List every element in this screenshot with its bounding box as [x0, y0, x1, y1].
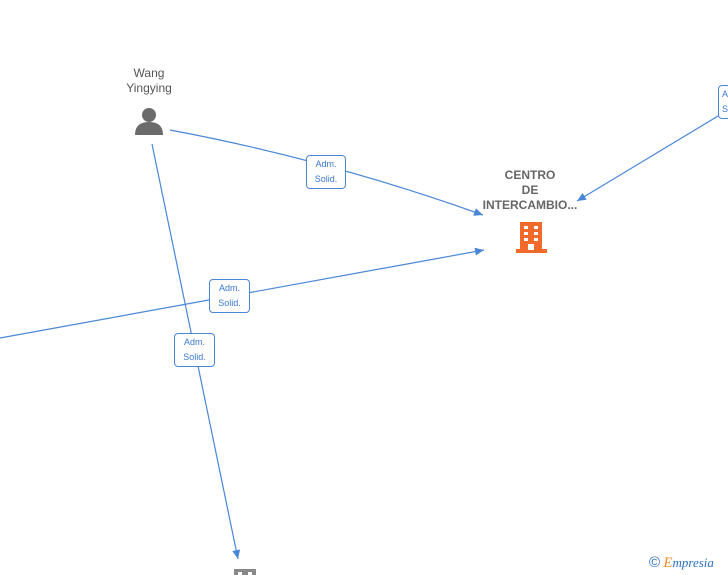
person-icon[interactable] — [135, 108, 163, 135]
empresia-watermark: © Empresia — [649, 554, 714, 572]
brand-name: mpresia — [672, 555, 714, 570]
edge-label-adm-solid[interactable]: Adm. Solid. — [174, 333, 215, 367]
edge-label-adm-solid[interactable]: Adm. Solid. — [209, 279, 250, 313]
brand-initial: E — [663, 555, 673, 571]
copyright-icon: © — [649, 554, 661, 571]
building-icon[interactable] — [516, 222, 547, 253]
edge-right-to-company — [576, 109, 728, 202]
person-name-label[interactable]: Wang Yingying — [126, 66, 172, 95]
building-icon-bottom[interactable] — [234, 569, 256, 575]
edge-label-partial[interactable]: A S — [718, 85, 728, 119]
company-name-label[interactable]: CENTRO DE INTERCAMBIO... — [482, 168, 578, 212]
edge-label-adm-solid[interactable]: Adm. Solid. — [306, 155, 346, 189]
